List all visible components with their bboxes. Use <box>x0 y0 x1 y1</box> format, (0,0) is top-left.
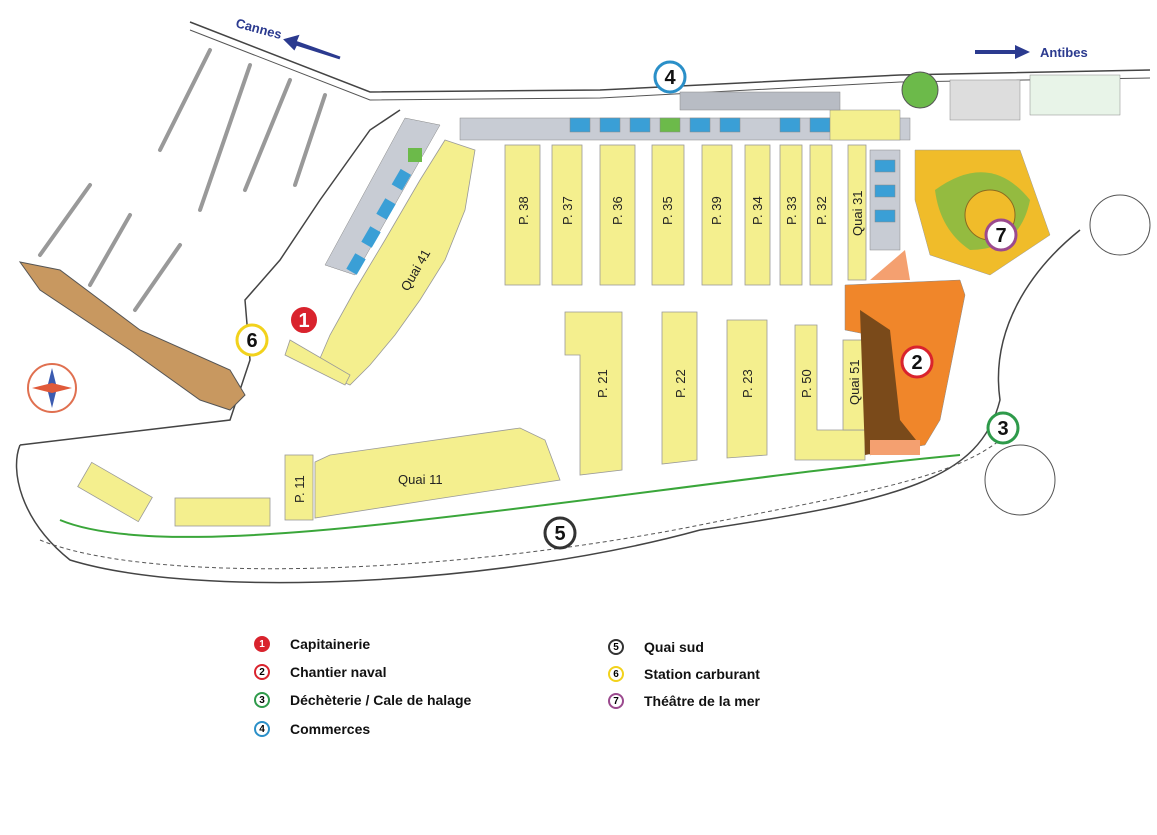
marker-4[interactable]: 4 <box>653 60 687 94</box>
label-p38: P. 38 <box>516 196 531 225</box>
marker-3[interactable]: 3 <box>986 411 1020 445</box>
pier-p34 <box>744 144 771 286</box>
label-quai11: Quai 11 <box>398 472 443 487</box>
pier-p23 <box>726 319 768 459</box>
marker-1-icon: 1 <box>254 636 270 652</box>
marker-3-icon: 3 <box>254 692 270 708</box>
label-p23: P. 23 <box>740 369 755 398</box>
legend-item-capitainerie[interactable]: 1 Capitainerie <box>254 633 370 655</box>
legend-label: Station carburant <box>644 666 760 682</box>
pier-quai41 <box>314 139 476 386</box>
parking-top-right <box>949 74 1121 121</box>
label-p22: P. 22 <box>673 369 688 398</box>
north-islet <box>1089 194 1151 256</box>
marker-2[interactable]: 2 <box>900 345 934 379</box>
marker-6-icon: 6 <box>608 666 624 682</box>
pier-south-west <box>174 497 271 527</box>
legend-item-quai-sud[interactable]: 5 Quai sud <box>608 636 704 658</box>
legend-label: Capitainerie <box>290 636 371 652</box>
port-outline <box>15 21 1151 584</box>
label-p21: P. 21 <box>595 369 610 398</box>
svg-text:2: 2 <box>911 352 922 374</box>
svg-text:6: 6 <box>246 330 257 352</box>
pier-fuel-station <box>284 339 351 386</box>
legend-label: Commerces <box>290 721 371 737</box>
label-quai31: Quai 31 <box>850 190 865 236</box>
antibes-label: Antibes <box>1040 45 1088 60</box>
svg-text:3: 3 <box>997 418 1008 440</box>
legend-label: Chantier naval <box>290 664 387 680</box>
east-buildings <box>869 149 901 251</box>
theatre <box>914 149 1051 276</box>
marker-7-icon: 7 <box>608 693 624 709</box>
marker-6[interactable]: 6 <box>235 323 269 357</box>
marker-2-icon: 2 <box>254 664 270 680</box>
south-islet <box>984 444 1056 516</box>
svg-text:4: 4 <box>664 67 676 89</box>
pier-labels: P. 38 P. 37 P. 36 P. 35 P. 39 P. 34 P. 3… <box>292 190 865 503</box>
marker-5[interactable]: 5 <box>543 516 577 550</box>
marker-5-icon: 5 <box>608 639 624 655</box>
legend-item-theatre[interactable]: 7 Théâtre de la mer <box>608 690 760 712</box>
commerce-buildings <box>459 91 911 141</box>
pier-p38 <box>504 144 541 286</box>
roundabout <box>901 71 939 109</box>
label-p32: P. 32 <box>814 196 829 225</box>
legend-item-commerces[interactable]: 4 Commerces <box>254 718 370 740</box>
pier-quai31 <box>847 144 867 281</box>
arrow-left-icon <box>283 34 341 60</box>
compass-rose-icon <box>27 363 77 413</box>
pier-p22 <box>661 311 698 465</box>
svg-text:1: 1 <box>298 310 309 332</box>
south-quay-edge <box>39 439 1001 570</box>
label-quai51: Quai 51 <box>847 359 862 405</box>
marker-1[interactable]: 1 <box>289 305 319 335</box>
svg-text:5: 5 <box>554 523 565 545</box>
label-p11: P. 11 <box>292 475 307 503</box>
pier-p37 <box>551 144 583 286</box>
marker-7[interactable]: 7 <box>984 218 1018 252</box>
west-moorings <box>38 48 327 312</box>
pier-p11 <box>284 454 314 521</box>
pier-far-west <box>77 461 153 523</box>
cannes-label: Cannes <box>234 15 283 42</box>
legend-label: Quai sud <box>644 639 704 655</box>
west-breakwater <box>18 261 246 411</box>
label-p37: P. 37 <box>560 196 575 225</box>
legend-label: Théâtre de la mer <box>644 693 760 709</box>
pier-p36 <box>599 144 636 286</box>
label-p34: P. 34 <box>750 196 765 225</box>
label-p39: P. 39 <box>709 196 724 225</box>
pier-p33 <box>779 144 803 286</box>
label-p33: P. 33 <box>784 196 799 225</box>
pier-p39 <box>701 144 733 286</box>
quai41-buildings <box>324 117 441 276</box>
marker-4-icon: 4 <box>254 721 270 737</box>
pier-p21 <box>564 311 623 476</box>
south-quay-road <box>59 454 961 538</box>
cannes-direction: Cannes <box>234 15 341 60</box>
antibes-direction: Antibes <box>975 45 1088 60</box>
label-p36: P. 36 <box>610 196 625 225</box>
legend-item-decheterie[interactable]: 3 Déchèterie / Cale de halage <box>254 689 471 711</box>
piers <box>77 139 867 527</box>
svg-text:7: 7 <box>995 225 1006 247</box>
label-p50: P. 50 <box>799 369 814 398</box>
legend-label: Déchèterie / Cale de halage <box>290 692 472 708</box>
pier-p35 <box>651 144 685 286</box>
port-map: Cannes Antibes P. 38 P. 37 P. 36 P. 35 P… <box>15 15 1151 584</box>
legend-item-station-carburant[interactable]: 6 Station carburant <box>608 663 760 685</box>
legend-item-chantier-naval[interactable]: 2 Chantier naval <box>254 661 386 683</box>
pier-p32 <box>809 144 833 286</box>
label-p35: P. 35 <box>660 196 675 225</box>
pier-quai11 <box>314 427 561 519</box>
